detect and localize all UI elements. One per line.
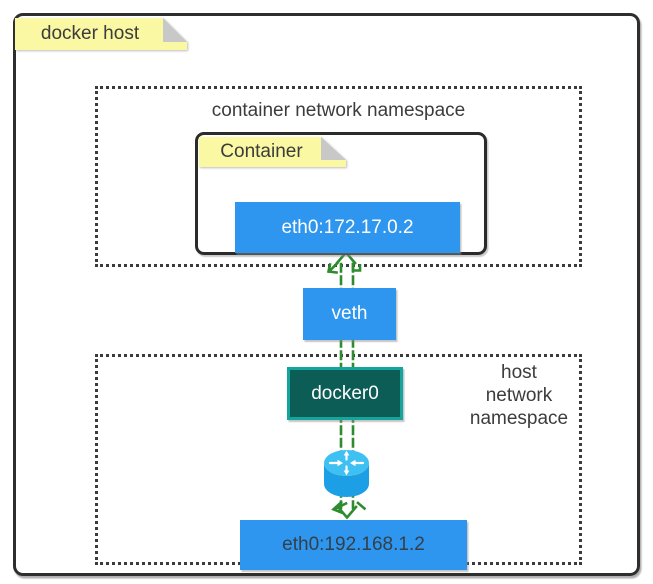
- arrow-tick-icon: [356, 501, 367, 511]
- container-eth0-node: eth0:172.17.0.2: [235, 202, 460, 253]
- docker-host-boundary: [13, 13, 640, 576]
- host-ns-title-line2: network: [485, 385, 553, 406]
- container-label-text: Container: [220, 141, 303, 162]
- docker0-bridge-node: docker0: [287, 367, 403, 420]
- docker-host-label: docker host: [15, 18, 187, 50]
- docker-host-label-text: docker host: [40, 23, 140, 44]
- router-icon: [324, 450, 369, 497]
- host-ns-title-line1: host: [501, 362, 537, 383]
- host-ns-title-line3: namespace: [469, 408, 569, 429]
- docker-host-label-background: [15, 18, 187, 50]
- container-network-namespace-box: [95, 86, 582, 267]
- host-eth0-node: eth0:192.168.1.2: [240, 520, 467, 570]
- host-network-namespace-title: host network namespace: [450, 361, 588, 430]
- veth-node: veth: [303, 288, 396, 340]
- container-network-namespace-title: container network namespace: [211, 100, 466, 121]
- arrowhead-down-left-icon: [326, 261, 339, 274]
- arrowhead-down-icon: [336, 505, 358, 520]
- arrow-hook-right-icon: [351, 262, 362, 272]
- container-label: Container: [199, 137, 346, 167]
- arrowhead-left-icon: [331, 500, 348, 515]
